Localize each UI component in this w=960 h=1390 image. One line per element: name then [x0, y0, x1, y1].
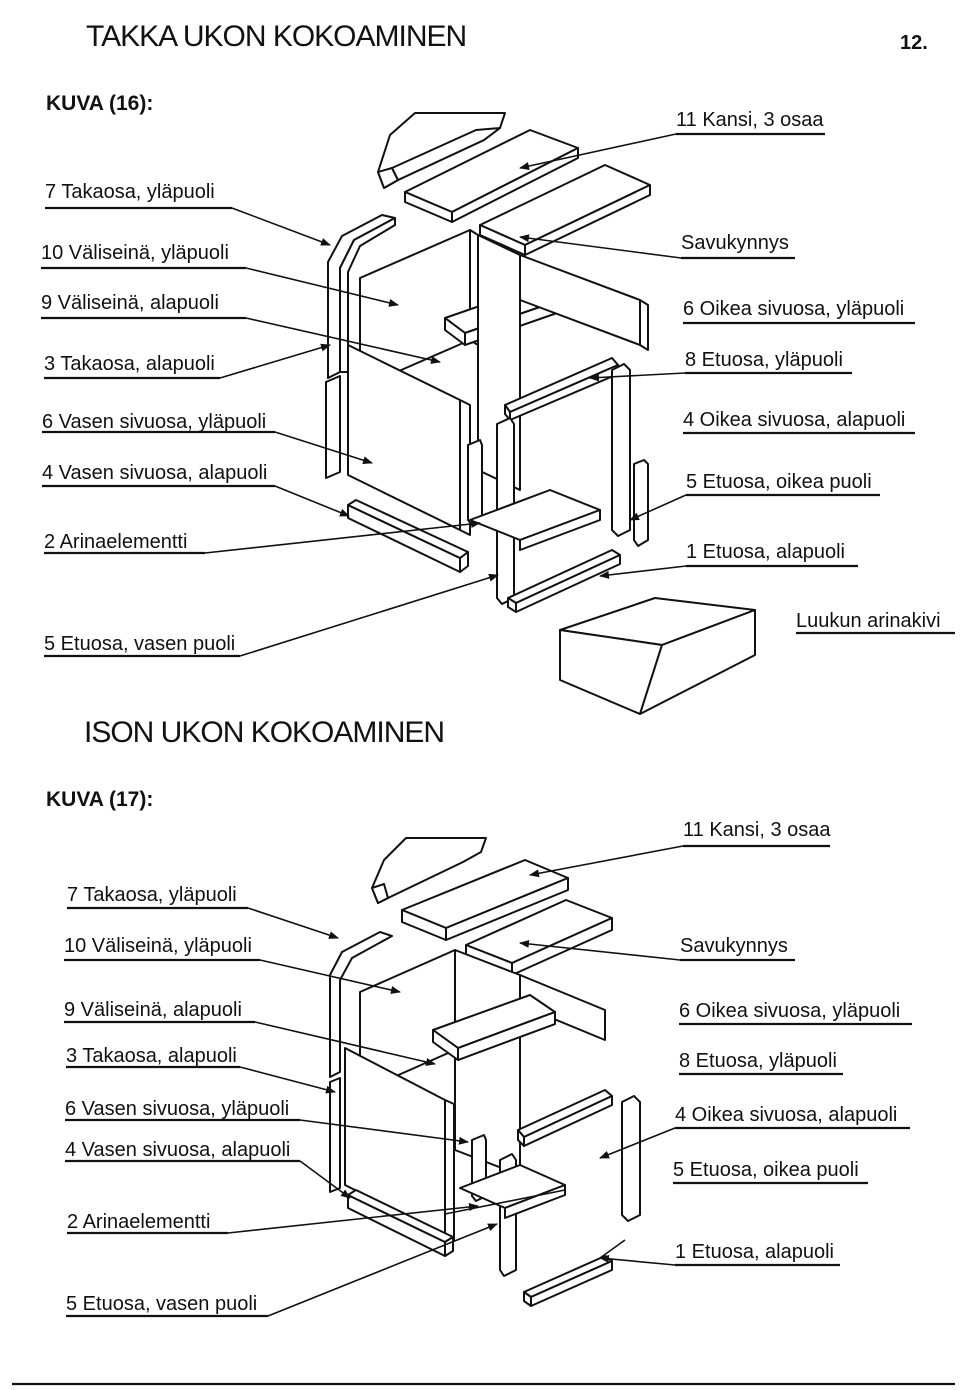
label2-3-takaosa-alapuoli: 3 Takaosa, alapuoli	[66, 1045, 237, 1067]
right-column	[611, 363, 631, 537]
label-9-valiseina-alapuoli: 9 Väliseinä, alapuoli	[41, 292, 219, 314]
label2-2-arinaelementti: 2 Arinaelementti	[67, 1211, 211, 1233]
label-1-etuosa-alapuoli: 1 Etuosa, alapuoli	[686, 541, 846, 563]
label2-5-etuosa-oikea-puoli: 5 Etuosa, oikea puoli	[673, 1159, 859, 1181]
front-upper-bar	[504, 357, 619, 413]
lid-piece-middle	[404, 129, 579, 223]
figure-17-parts	[329, 837, 641, 1307]
figure-17-label: KUVA (17):	[46, 788, 154, 811]
figure-17-leaders	[12, 844, 955, 1386]
label-7-takaosa-ylapuoli: 7 Takaosa, yläpuoli	[45, 181, 215, 203]
label-luukun-arinakivi: Luukun arinakivi	[796, 610, 941, 632]
label-4-vasen-sivuosa-alapuoli: 4 Vasen sivuosa, alapuoli	[42, 462, 268, 484]
label2-6-oikea-sivuosa-ylapuoli: 6 Oikea sivuosa, yläpuoli	[679, 1000, 901, 1022]
label2-6-vasen-sivuosa-ylapuoli: 6 Vasen sivuosa, yläpuoli	[65, 1098, 290, 1120]
label2-11-kansi: 11 Kansi, 3 osaa	[683, 819, 831, 841]
figure-16-leaders	[41, 132, 955, 658]
label2-9-valiseina-alapuoli: 9 Väliseinä, alapuoli	[64, 999, 242, 1021]
figure-16-label: KUVA (16):	[46, 92, 154, 115]
label-4-oikea-sivuosa-alapuoli: 4 Oikea sivuosa, alapuoli	[683, 409, 906, 431]
label-6-oikea-sivuosa-ylapuoli: 6 Oikea sivuosa, yläpuoli	[683, 298, 905, 320]
back-lower-frame	[325, 375, 341, 479]
label2-4-vasen-sivuosa-alapuoli: 4 Vasen sivuosa, alapuoli	[65, 1139, 291, 1161]
page-number: 12.	[900, 32, 928, 54]
bottom-rail-right	[507, 549, 621, 604]
label2-8-etuosa-ylapuoli: 8 Etuosa, yläpuoli	[679, 1050, 837, 1072]
label2-savukynnys: Savukynnys	[680, 935, 788, 957]
label-6-vasen-sivuosa-ylapuoli: 6 Vasen sivuosa, yläpuoli	[42, 411, 267, 433]
label-5-etuosa-vasen-puoli: 5 Etuosa, vasen puoli	[44, 633, 236, 655]
label-savukynnys: Savukynnys	[681, 232, 789, 254]
label2-10-valiseina-ylapuoli: 10 Väliseinä, yläpuoli	[64, 935, 252, 957]
door-grate-stone	[559, 597, 756, 715]
figure-16-parts	[325, 112, 756, 715]
lid-piece-right	[479, 164, 651, 256]
label2-4-oikea-sivuosa-alapuoli: 4 Oikea sivuosa, alapuoli	[675, 1104, 898, 1126]
label-10-valiseina-ylapuoli: 10 Väliseinä, yläpuoli	[41, 242, 229, 264]
left-side-panel	[347, 344, 461, 531]
section-1-title: TAKKA UKON KOKOAMINEN	[86, 20, 467, 53]
label-5-etuosa-oikea-puoli: 5 Etuosa, oikea puoli	[686, 471, 872, 493]
label-2-arinaelementti: 2 Arinaelementti	[44, 531, 188, 553]
label-11-kansi: 11 Kansi, 3 osaa	[676, 109, 824, 131]
label2-5-etuosa-vasen-puoli: 5 Etuosa, vasen puoli	[66, 1293, 258, 1315]
section-2-title: ISON UKON KOKOAMINEN	[84, 716, 445, 749]
label-8-etuosa-ylapuoli: 8 Etuosa, yläpuoli	[685, 349, 843, 371]
label2-7-takaosa-ylapuoli: 7 Takaosa, yläpuoli	[67, 884, 237, 906]
lid-piece-left	[377, 112, 506, 189]
label2-1-etuosa-alapuoli: 1 Etuosa, alapuoli	[675, 1241, 835, 1263]
label-3-takaosa-alapuoli: 3 Takaosa, alapuoli	[44, 353, 215, 375]
back-upper-frame	[327, 214, 396, 379]
